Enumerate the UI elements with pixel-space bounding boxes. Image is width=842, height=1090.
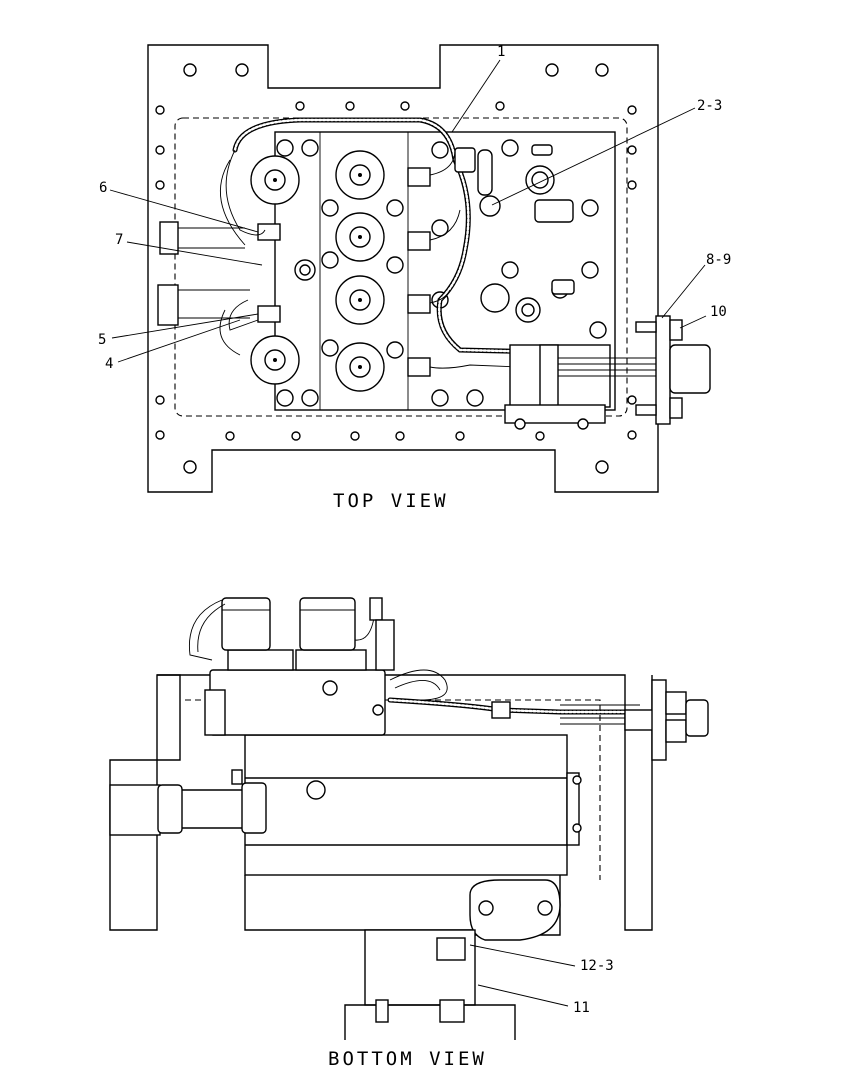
callout-4: 4 bbox=[105, 356, 113, 372]
solenoids bbox=[250, 150, 385, 392]
bottom-view-leaders bbox=[469, 944, 576, 1007]
wiring-harness bbox=[219, 117, 548, 369]
solenoid-left bbox=[221, 597, 271, 651]
callout-8-9: 8-9 bbox=[706, 252, 731, 268]
connector-flange bbox=[655, 315, 671, 425]
top-view-drawing bbox=[147, 44, 711, 493]
callout-10: 10 bbox=[710, 304, 727, 320]
bottom-view-drawing bbox=[109, 597, 709, 1040]
perimeter-bolts bbox=[155, 63, 637, 474]
main-housing bbox=[244, 734, 568, 876]
callout-7: 7 bbox=[115, 232, 123, 248]
bottom-connector-flange bbox=[651, 679, 667, 761]
top-view-leaders bbox=[109, 59, 707, 363]
callout-1: 1 bbox=[497, 44, 505, 60]
callout-2-3: 2-3 bbox=[697, 98, 722, 114]
callout-11: 11 bbox=[573, 1000, 590, 1016]
callout-12-3: 12-3 bbox=[580, 958, 614, 974]
solenoid-right bbox=[299, 597, 356, 651]
connectors bbox=[257, 167, 431, 377]
top-view-title: TOP VIEW bbox=[333, 490, 449, 512]
callout-5: 5 bbox=[98, 332, 106, 348]
left-tubes bbox=[157, 221, 250, 326]
upper-valve-body bbox=[209, 669, 386, 736]
bottom-view-title: BOTTOM VIEW bbox=[328, 1048, 487, 1070]
callout-6: 6 bbox=[99, 180, 107, 196]
